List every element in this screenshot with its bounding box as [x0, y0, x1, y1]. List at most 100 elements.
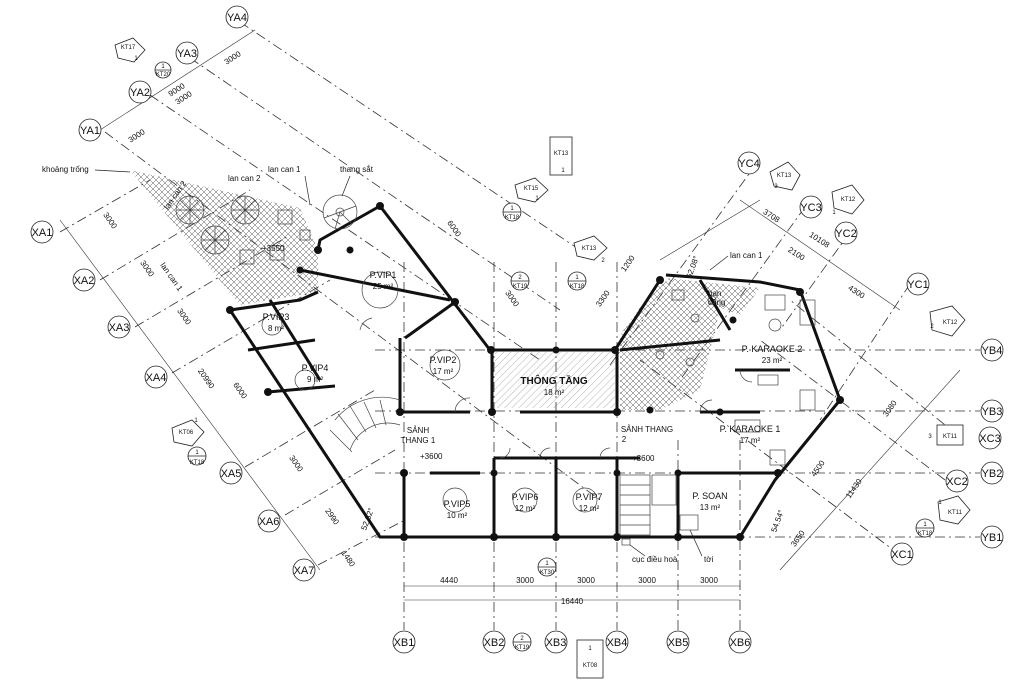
grid-xb2: XB2 [484, 637, 505, 649]
room-labels: P.VIP1 25 m² P.VIP2 17 m² P.VIP3 8 m² P.… [263, 270, 803, 520]
dim-bottom-2: 3000 [577, 576, 595, 585]
tag-kt11a-num: 3 [928, 434, 932, 440]
columns [226, 202, 844, 541]
room-karaoke2-area: 23 m² [762, 356, 783, 365]
tag-kt30: KT30 [540, 570, 555, 576]
label-ban: ban [708, 289, 721, 298]
tag-kt18a-num: 1 [510, 206, 514, 212]
room-vip1-name: P.VIP1 [370, 270, 397, 280]
dim-diag-11: 3650 [789, 528, 807, 548]
dim-diag-5: 10108 [808, 230, 832, 250]
tag-kt30-num: 1 [545, 561, 549, 567]
tag-kt11a: KT11 [943, 434, 958, 440]
grid-xb6: XB6 [730, 637, 751, 649]
grid-xb3: XB3 [546, 637, 567, 649]
tag-kt19b: KT19 [515, 645, 530, 651]
grid-xb4: XB4 [607, 637, 628, 649]
dim-left-3: 20990 [196, 367, 216, 391]
room-vip1-area: 25 m² [373, 282, 394, 291]
grid-xa6: XA6 [259, 516, 280, 528]
room-karaoke2-name: P. KARAOKE 2 [742, 344, 803, 354]
grid-yc3: YC3 [800, 202, 821, 214]
dim-diag-1: 3000 [503, 289, 521, 309]
tag-kt18d: KT18 [190, 460, 205, 466]
grid-xa5: XA5 [221, 468, 242, 480]
grid-xb1: XB1 [394, 637, 415, 649]
room-soan-name: P. SOAN [692, 491, 727, 501]
room-vip5-name: P.VIP5 [444, 499, 471, 509]
tag-kt11b-num: 1 [938, 500, 942, 506]
grid-yc2: YC2 [835, 228, 856, 240]
grid-ya1: YA1 [80, 125, 100, 137]
tag-kt12a: KT12 [841, 197, 856, 203]
grid-xa4: XA4 [146, 372, 167, 384]
dim-left-6: 2990 [323, 507, 341, 527]
dimension-lines [59, 29, 961, 601]
dim-diag-3: 1200 [619, 253, 637, 273]
tag-kt18c: KT18 [918, 531, 933, 537]
dim-left-7: 1480 [339, 549, 357, 569]
dim-diag-8: 3080 [881, 398, 899, 418]
room-sanh1-sub: THANG 1 [401, 436, 436, 445]
dim-top-left-0: 3000 [127, 127, 147, 145]
label-lan-can-1-diag: lan can 1 [158, 261, 184, 293]
tag-kt18d-num: 1 [195, 450, 199, 456]
room-thong-tang-area: 18 m² [544, 388, 565, 397]
room-sanh2-sub: 2 [622, 435, 627, 444]
tag-kt15-num: 1 [535, 196, 539, 202]
dim-diag-10: 4500 [809, 458, 827, 478]
grid-bubbles: YA1 YA2 YA3 YA4 XA1 XA2 XA3 XA4 XA5 XA6 … [30, 5, 1004, 654]
room-vip7-name: P.VIP7 [576, 492, 603, 502]
room-vip2-area: 17 m² [433, 367, 454, 376]
room-vip4-area: 9 m² [307, 375, 323, 384]
level-3550: +3550 [262, 244, 285, 253]
dimension-text: 4440 3000 3000 3000 3000 16440 3000 3000… [101, 49, 899, 606]
tag-kt17-num: 1 [134, 56, 138, 62]
dim-diag-2: 3300 [594, 288, 612, 308]
room-sanh1-name: SẢNH [407, 426, 429, 435]
tag-kt18a: KT18 [505, 215, 520, 221]
label-khoang-trong: khoảng trống [42, 165, 89, 174]
tag-kt12a-num: 1 [832, 210, 836, 216]
label-toi: tời [704, 555, 713, 564]
dim-bottom-total: 16440 [561, 597, 584, 606]
grid-yb3: YB3 [982, 406, 1003, 418]
room-soan-area: 13 m² [700, 503, 721, 512]
tag-kt19b-num: 2 [520, 636, 524, 642]
tag-kt18b: KT18 [570, 284, 585, 290]
tag-kt08-num: 1 [588, 646, 592, 652]
tag-kt12b-num: 2 [930, 324, 934, 330]
tag-kt13-top: KT13 [554, 151, 569, 157]
stairs-and-furniture [175, 194, 816, 546]
grid-xa2: XA2 [74, 275, 95, 287]
tag-kt12b: KT12 [943, 320, 958, 326]
tag-kt17: KT17 [121, 45, 136, 51]
grid-yb1: YB1 [982, 532, 1003, 544]
grid-ya2: YA2 [130, 87, 150, 99]
tag-kt06: KT06 [179, 430, 194, 436]
label-lan-can-1-right: lan can 1 [730, 251, 763, 260]
grid-lines [59, 21, 980, 630]
grid-xc1: XC1 [891, 549, 912, 561]
dim-bottom-3: 3000 [638, 576, 656, 585]
tag-kt13c: KT13 [777, 173, 792, 179]
tag-kt13c-num: 3 [774, 184, 778, 190]
tag-kt13b-num: 2 [601, 258, 605, 264]
label-thang-sat: thang sắt [340, 165, 374, 174]
room-vip2-name: P.VIP2 [430, 355, 457, 365]
grid-xc2: XC2 [946, 476, 967, 488]
label-cong: công [708, 298, 725, 307]
dim-left-0: 3000 [101, 211, 119, 231]
dim-bottom-4: 3000 [700, 576, 718, 585]
grid-ya3: YA3 [177, 48, 197, 60]
tag-kt06-num: 1 [194, 418, 198, 424]
room-karaoke1-name: P. KARAOKE 1 [720, 424, 781, 434]
room-vip3-area: 8 m² [268, 324, 284, 333]
room-vip6-name: P.VIP6 [512, 492, 539, 502]
dim-left-2: 3000 [175, 307, 193, 327]
grid-ya4: YA4 [227, 12, 247, 24]
dim-bottom-0: 4440 [440, 576, 458, 585]
room-vip6-area: 12 m² [515, 504, 536, 513]
dim-left-4: 6000 [231, 381, 249, 401]
